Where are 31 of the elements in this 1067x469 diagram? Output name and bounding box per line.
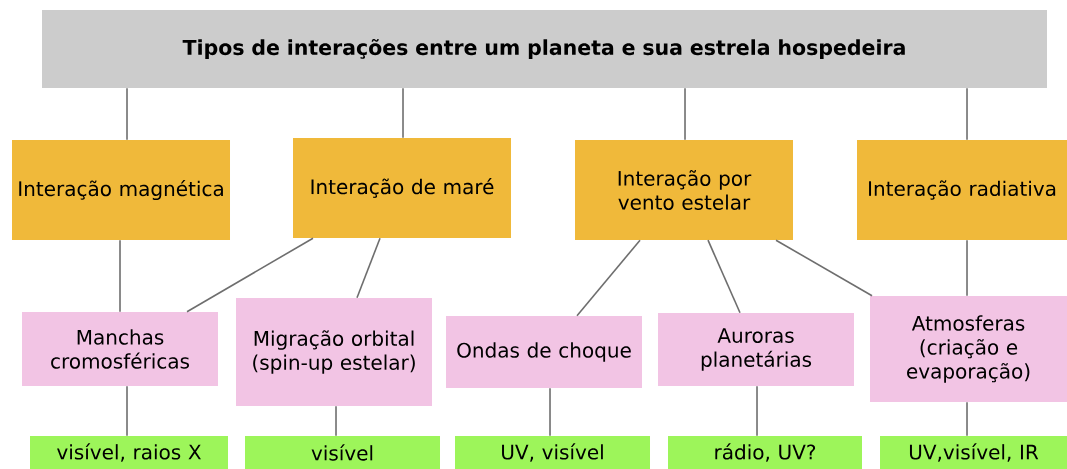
effect-box: Manchas cromosféricas [22,312,218,386]
effect-box: Auroras planetárias [658,313,854,386]
category-box: Interação magnética [12,140,230,240]
connector-line [402,87,404,139]
category-box: Interação de maré [293,138,511,238]
category-box: Interação por vento estelar [575,140,793,240]
wavelength-box: UV, visível [455,436,650,469]
connector-line [126,87,128,141]
wavelength-box: visível [245,436,440,469]
connector-line [126,385,128,437]
connector-line [356,237,381,299]
connector-line [707,239,741,314]
effect-box: Atmosferas (criação e evaporação) [870,296,1067,402]
wavelength-box: UV,visível, IR [880,436,1067,469]
connector-line [756,385,758,437]
connector-line [119,239,121,313]
connector-line [186,237,314,313]
connector-line [335,405,337,437]
connector-line [549,387,551,437]
connector-line [966,401,968,437]
connector-line [775,239,873,297]
effect-box: Migração orbital (spin-up estelar) [236,298,432,406]
category-box: Interação radiativa [857,140,1067,240]
connector-line [966,87,968,141]
title-box: Tipos de interações entre um planeta e sua estrela hospedeira [42,10,1047,88]
connector-line [576,239,641,317]
connector-line [966,239,968,297]
connector-line [684,87,686,141]
wavelength-box: visível, raios X [30,436,228,469]
wavelength-box: rádio, UV? [668,436,862,469]
effect-box: Ondas de choque [446,316,642,388]
